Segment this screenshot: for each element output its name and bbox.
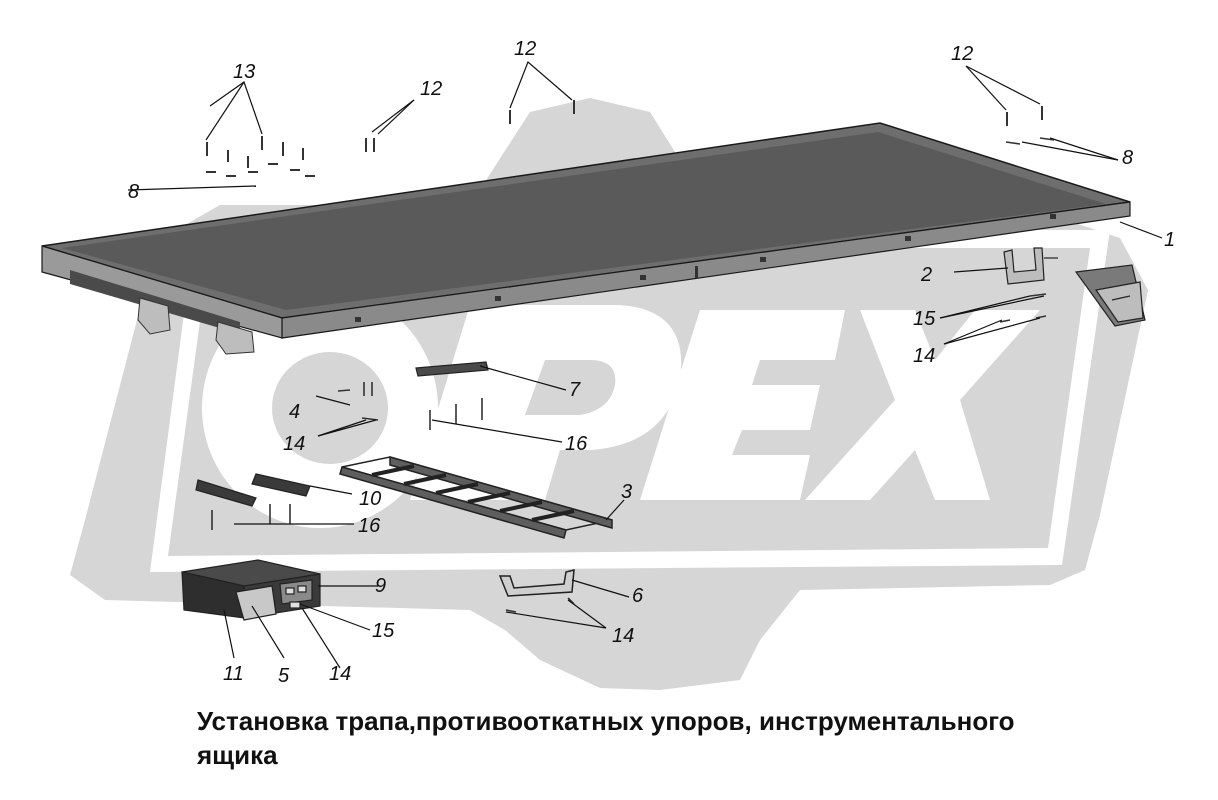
deck-surface xyxy=(62,132,1106,310)
deck-left-edge xyxy=(41,245,283,339)
wheel-chock xyxy=(1074,264,1146,327)
callout-15a: 15 xyxy=(913,308,936,330)
callout-15b: 15 xyxy=(372,620,395,642)
callout-14b: 14 xyxy=(913,345,935,367)
bolts-group-12c xyxy=(1006,106,1043,126)
rail-7 xyxy=(415,361,489,377)
pins-misc xyxy=(211,137,1055,613)
caption-line-1: Установка трапа,противооткатных упоров, … xyxy=(197,706,1015,736)
bracket-left-b xyxy=(215,321,255,355)
callout-3: 3 xyxy=(621,481,632,503)
watermark-letter-p xyxy=(410,305,682,500)
callout-12a: 12 xyxy=(420,78,442,100)
bolts-group-13 xyxy=(206,136,315,177)
callout-14c: 14 xyxy=(329,663,351,685)
callout-10: 10 xyxy=(359,488,381,510)
deck-bolts xyxy=(355,214,1056,322)
bolts-group-12b xyxy=(509,100,575,124)
callout-1: 1 xyxy=(1164,229,1175,251)
ladder xyxy=(339,456,613,539)
callout-12b: 12 xyxy=(514,38,536,60)
callout-4: 4 xyxy=(289,401,300,423)
caption-line-2: ящика xyxy=(197,740,278,770)
callout-labels: 1 2 3 4 5 6 7 8 8 9 10 11 12 12 12 13 14… xyxy=(128,38,1175,687)
watermark-letter-x xyxy=(805,310,1040,500)
callout-14a: 14 xyxy=(283,433,305,455)
bracket-left-a xyxy=(137,297,171,335)
callout-14d: 14 xyxy=(612,625,634,647)
callout-16a: 16 xyxy=(565,433,588,455)
callout-7: 7 xyxy=(569,379,581,401)
callout-8a: 8 xyxy=(128,181,139,203)
callout-5: 5 xyxy=(278,665,290,687)
callout-11: 11 xyxy=(223,663,244,685)
tool-box xyxy=(181,559,321,621)
leader-lines xyxy=(127,60,1163,669)
callout-9: 9 xyxy=(375,575,386,597)
callout-2: 2 xyxy=(920,264,932,286)
bracket-2 xyxy=(1003,247,1058,285)
callout-12c: 12 xyxy=(951,43,973,65)
bracket-6 xyxy=(498,569,575,597)
callout-13: 13 xyxy=(233,61,255,83)
callout-16b: 16 xyxy=(358,515,381,537)
watermark-letter-e xyxy=(640,310,845,500)
watermark-letter-o-hole xyxy=(272,352,388,464)
bolts-group-12a xyxy=(365,138,375,152)
diagram-caption: Установка трапа,противооткатных упоров, … xyxy=(197,704,1157,772)
rail-10 xyxy=(195,473,311,507)
platform-deck xyxy=(41,122,1131,355)
callout-8b: 8 xyxy=(1122,147,1133,169)
callout-6: 6 xyxy=(632,585,644,607)
